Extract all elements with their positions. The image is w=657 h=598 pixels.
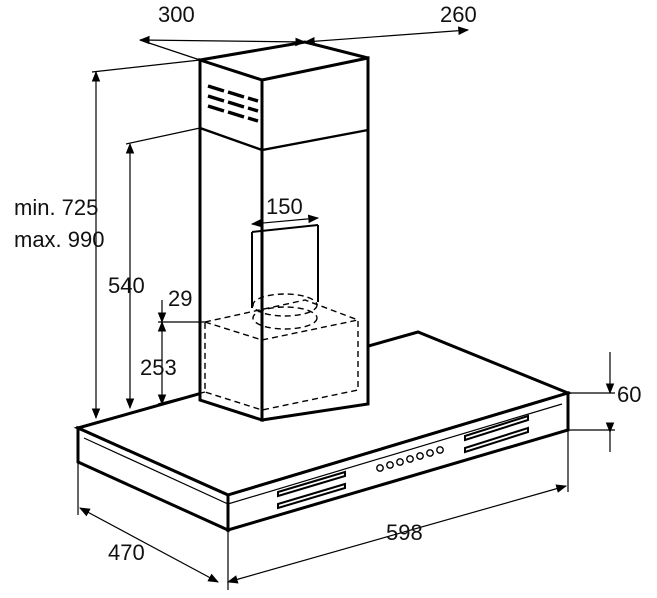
motor-box-edge (204, 319, 359, 410)
label-height-min: min. 725 (14, 195, 98, 220)
label-duct-height: 540 (108, 273, 145, 298)
vent-grille (207, 84, 259, 123)
control-button (416, 452, 424, 460)
dim-300-line (138, 35, 307, 47)
control-panel (376, 446, 444, 472)
label-box-height: 253 (140, 355, 177, 380)
outlet-ellipse-lower (252, 306, 318, 330)
label-chimney-depth: 260 (440, 2, 477, 27)
control-button (376, 464, 384, 472)
dimension-lines (77, 26, 615, 590)
control-button (386, 461, 394, 469)
control-button (426, 449, 434, 457)
dim-260-line (303, 26, 470, 46)
motor-box-outline (204, 299, 359, 411)
label-canopy-depth: 470 (108, 540, 145, 565)
label-canopy-thickness: 60 (617, 382, 641, 407)
chimney-join-line (199, 126, 369, 152)
label-canopy-width: 598 (386, 520, 423, 545)
chimney-right-face (260, 56, 370, 422)
label-height-max: max. 990 (14, 227, 105, 252)
control-button (436, 446, 444, 454)
front-slot-right (464, 414, 529, 442)
control-button (406, 455, 414, 463)
dim-598-line (226, 484, 568, 584)
front-slot-right-2 (464, 426, 529, 454)
label-outlet-offset: 29 (168, 286, 192, 311)
control-button (396, 458, 404, 466)
label-chimney-width: 300 (158, 2, 195, 27)
label-outlet-diameter: 150 (266, 194, 303, 219)
dim-470-line (79, 507, 219, 583)
chimney (198, 40, 370, 423)
dim-150-line (250, 214, 320, 228)
